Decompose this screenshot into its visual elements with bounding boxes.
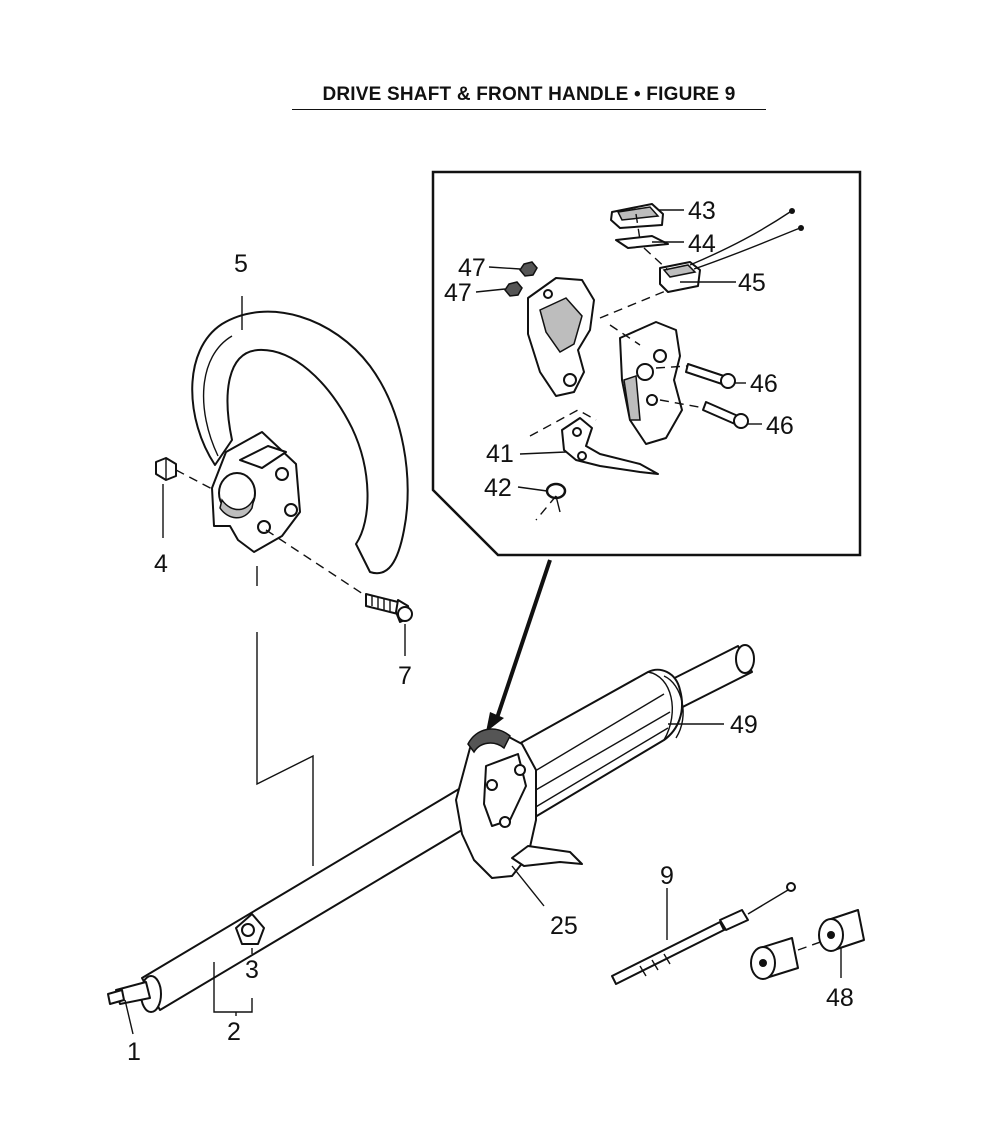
screw-46b — [702, 401, 749, 429]
callout-48: 48 — [826, 984, 854, 1012]
assembly-line — [256, 566, 314, 866]
callout-42: 42 — [484, 474, 512, 502]
callout-7: 7 — [398, 662, 412, 690]
nut-47a — [519, 261, 538, 277]
clip-42 — [545, 482, 567, 500]
detail-arrow — [486, 559, 552, 732]
detail-inset — [431, 170, 862, 557]
flex-cable-9 — [611, 882, 796, 985]
loop-handle-5 — [191, 310, 409, 575]
throttle-lever-41 — [561, 417, 659, 475]
callout-46a: 46 — [750, 370, 778, 398]
callout-44: 44 — [688, 230, 716, 258]
callout-25: 25 — [550, 912, 578, 940]
rubber-grip-49 — [489, 668, 684, 827]
title-underline — [292, 109, 766, 110]
callout-labels: 1 2 3 4 5 7 9 25 41 42 43 44 45 46 46 47… — [127, 197, 854, 1066]
screw-46a — [685, 363, 736, 389]
bolt-7 — [265, 529, 413, 656]
callout-45: 45 — [738, 269, 766, 297]
handle-housing-left — [527, 277, 595, 397]
leader-lines — [124, 296, 724, 1035]
callout-9: 9 — [660, 862, 674, 890]
callout-49: 49 — [730, 711, 758, 739]
figure-title: DRIVE SHAFT & FRONT HANDLE • FIGURE 9 — [322, 84, 736, 105]
callout-4: 4 — [154, 550, 168, 578]
bushings-48 — [750, 909, 865, 980]
callout-46b: 46 — [766, 412, 794, 440]
callout-2: 2 — [227, 1018, 241, 1046]
callout-47a: 47 — [458, 254, 486, 282]
handle-housing-right — [619, 321, 683, 445]
nut-47b — [504, 281, 523, 297]
callout-41: 41 — [486, 440, 514, 468]
front-handle-25 — [455, 728, 583, 879]
callout-3: 3 — [245, 956, 259, 984]
callout-1: 1 — [127, 1038, 141, 1066]
callout-5: 5 — [234, 250, 248, 278]
stop-switch-45 — [659, 208, 804, 293]
nut-4 — [155, 457, 215, 538]
callout-47b: 47 — [444, 279, 472, 307]
callout-43: 43 — [688, 197, 716, 225]
